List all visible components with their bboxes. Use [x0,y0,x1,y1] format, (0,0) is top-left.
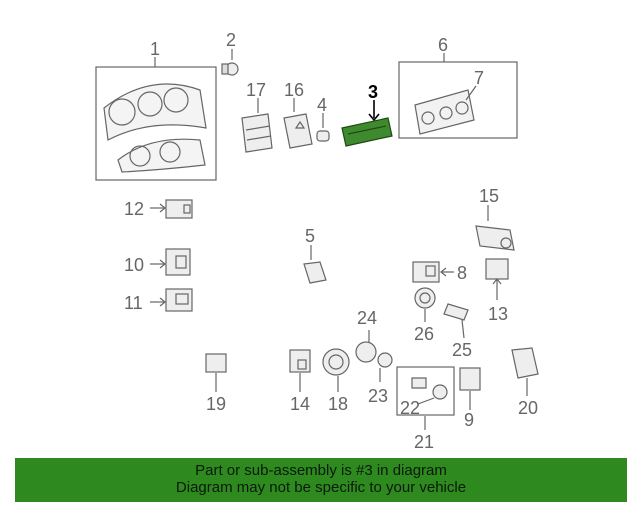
callout-10: 10 [124,255,144,275]
part-2-bulb[interactable] [221,49,239,76]
callout-7: 7 [474,68,484,88]
callout-15: 15 [479,186,499,206]
part-17-switch[interactable] [241,98,273,153]
callout-16: 16 [284,80,304,100]
part-6-climate-control[interactable] [398,53,518,139]
part-24-socket[interactable] [355,330,377,363]
callout-18: 18 [328,394,348,414]
callout-17: 17 [246,80,266,100]
part-23-bulb[interactable] [377,352,393,382]
part-3-control-panel[interactable] [341,100,393,147]
part-16-switch[interactable] [283,98,313,149]
part-5-clip[interactable] [303,245,327,284]
part-1-instrument-cluster[interactable] [95,57,217,181]
callout-14: 14 [290,394,310,414]
callout-6: 6 [438,35,448,55]
callout-26: 26 [414,324,434,344]
part-20-switch[interactable] [511,347,539,396]
part-9-switch[interactable] [459,367,481,410]
part-8-switch[interactable] [412,261,454,283]
callout-1: 1 [150,39,160,59]
part-26-ring[interactable] [414,287,436,322]
callout-5: 5 [305,226,315,246]
callout-19: 19 [206,394,226,414]
callout-21: 21 [414,432,434,452]
part-19-switch[interactable] [205,353,227,392]
part-18-knob[interactable] [322,348,350,392]
notice-line-2: Diagram may not be specific to your vehi… [175,479,467,496]
part-11-switch[interactable] [150,288,193,312]
callout-24: 24 [357,308,377,328]
part-25-clip[interactable] [443,303,469,339]
callout-8: 8 [457,263,467,283]
callout-13: 13 [488,304,508,324]
callout-23: 23 [368,386,388,406]
part-13-switch[interactable] [485,258,509,300]
callout-11: 11 [124,293,143,313]
part-15-unit[interactable] [475,205,515,251]
part-10-switch[interactable] [150,248,191,276]
part-12-switch[interactable] [150,199,193,219]
callout-22: 22 [400,398,420,418]
part-14-switch[interactable] [289,349,311,392]
callout-2: 2 [226,30,236,50]
callout-25: 25 [452,340,472,360]
notice-banner: Part or sub-assembly is #3 in diagram Di… [15,458,627,502]
callout-4: 4 [317,95,327,115]
callout-9: 9 [464,410,474,430]
callout-3: 3 [368,82,378,102]
notice-line-1: Part or sub-assembly is #3 in diagram [195,462,447,479]
callout-12: 12 [124,199,144,219]
callout-20: 20 [518,398,538,418]
part-21-assembly[interactable] [396,366,455,430]
part-4-bulb[interactable] [316,113,330,142]
